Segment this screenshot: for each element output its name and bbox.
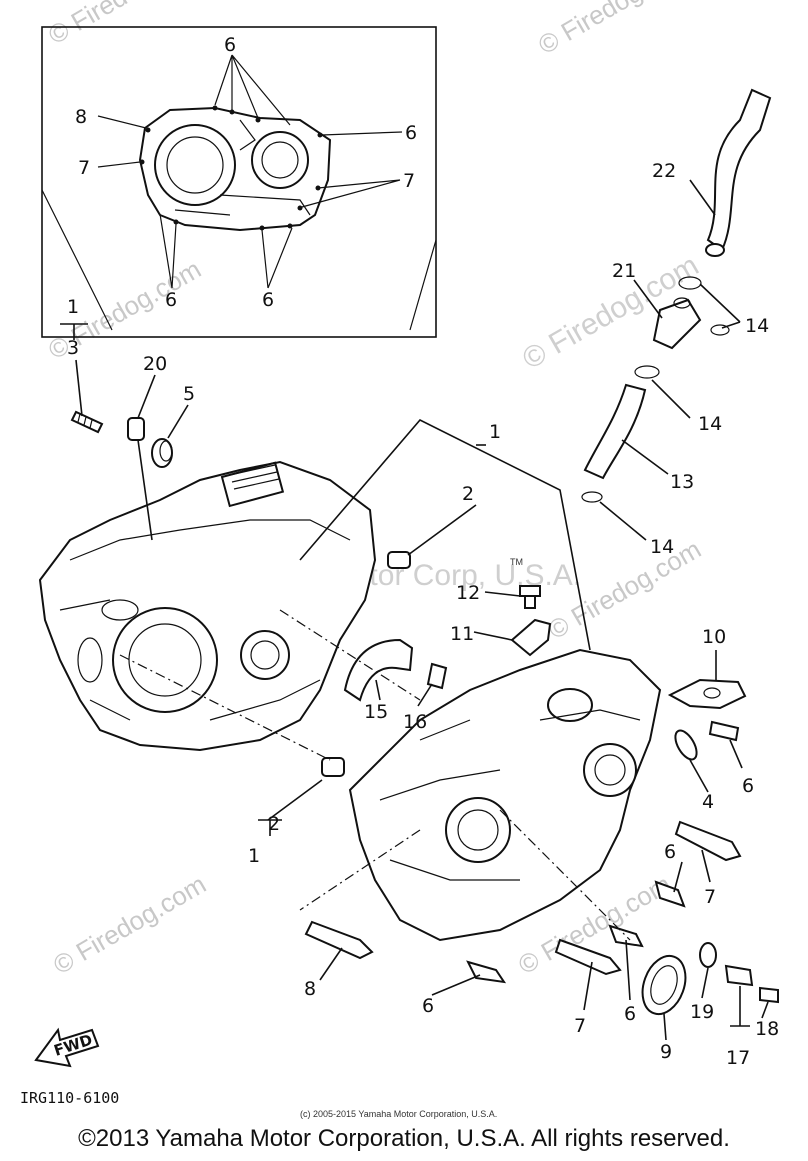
watermark: © Firedog.com [48, 869, 211, 980]
callout-2: 2 [268, 813, 280, 835]
inset-callout: 7 [403, 170, 415, 192]
callout-14: 14 [745, 315, 769, 337]
callout-18: 18 [755, 1018, 779, 1040]
callout-6: 6 [422, 995, 434, 1017]
callout-15: 15 [364, 701, 388, 723]
drawing-code: IRG110-6100 [20, 1089, 119, 1107]
leader-lines [60, 179, 769, 1041]
inset-callout: 6 [224, 34, 236, 56]
inset-crankcase-view: 6 8 6 7 7 6 6 [41, 26, 437, 338]
left-crankcase [38, 460, 377, 752]
callout-1: 1 [67, 296, 79, 318]
callout-19: 19 [690, 1001, 714, 1023]
inset-callout: 6 [165, 289, 177, 311]
right-crankcase [348, 648, 662, 942]
callout-5: 5 [183, 383, 195, 405]
callout-1: 1 [489, 421, 501, 443]
callout-21: 21 [612, 260, 636, 282]
callout-6: 6 [664, 841, 676, 863]
callout-12: 12 [456, 582, 480, 604]
callout-22: 22 [652, 160, 676, 182]
callout-2: 2 [462, 483, 474, 505]
inset-callout: 7 [78, 157, 90, 179]
watermark: © Firedog.com [533, 0, 696, 60]
callout-13: 13 [670, 471, 694, 493]
footer-copyright: ©2013 Yamaha Motor Corporation, U.S.A. A… [78, 1125, 730, 1152]
watermark: © Firedog.com [43, 0, 206, 50]
callout-14: 14 [650, 536, 674, 558]
callout-20: 20 [143, 353, 167, 375]
callout-8: 8 [304, 978, 316, 1000]
callout-9: 9 [660, 1041, 672, 1063]
fwd-arrow-icon: FWD [34, 1027, 100, 1068]
inset-callout: 6 [405, 122, 417, 144]
callout-6: 6 [742, 775, 754, 797]
callout-11: 11 [450, 623, 474, 645]
callout-10: 10 [702, 626, 726, 648]
callout-7: 7 [704, 886, 716, 908]
inset-callout: 6 [262, 289, 274, 311]
callout-1: 1 [248, 845, 260, 867]
small-parts [70, 88, 779, 1016]
callout-16: 16 [403, 711, 427, 733]
callout-17: 17 [726, 1047, 750, 1069]
small-copyright: (c) 2005-2015 Yamaha Motor Corporation, … [300, 1109, 497, 1119]
callout-7: 7 [574, 1015, 586, 1037]
inset-callout: 8 [75, 106, 87, 128]
callout-14: 14 [698, 413, 722, 435]
callout-layer: 1 3 20 5 1 2 22 21 14 14 13 14 12 11 10 … [67, 160, 779, 1069]
callout-6: 6 [624, 1003, 636, 1025]
callout-3: 3 [67, 337, 79, 359]
callout-4: 4 [702, 791, 714, 813]
watermark-tm: TM [510, 557, 523, 567]
